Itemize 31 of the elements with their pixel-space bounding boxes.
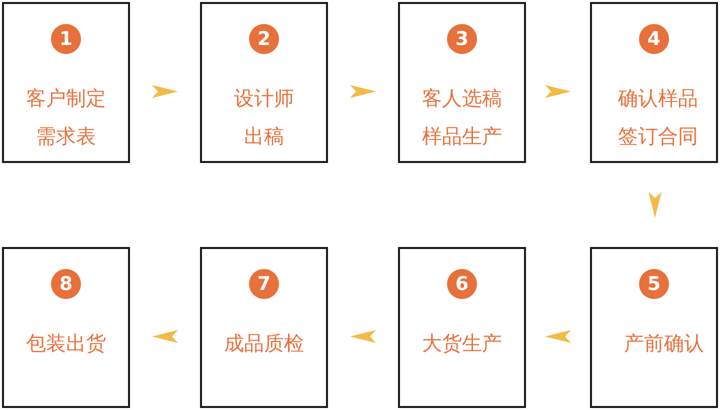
step-number: 2 bbox=[249, 24, 279, 54]
process-box bbox=[398, 2, 526, 163]
step-number: 5 bbox=[639, 269, 669, 299]
step-label: 包装出货 bbox=[25, 330, 107, 357]
step-number: 8 bbox=[51, 269, 81, 299]
process-box bbox=[2, 247, 130, 408]
arrow bbox=[545, 330, 571, 343]
process-box bbox=[590, 2, 718, 163]
step-number: 4 bbox=[639, 24, 669, 54]
step-label: 客户制定需求表 bbox=[25, 85, 107, 150]
arrow bbox=[545, 85, 571, 98]
step-label: 成品质检 bbox=[223, 330, 305, 357]
step-number: 1 bbox=[51, 24, 81, 54]
step-label: 设计师出稿 bbox=[233, 85, 295, 150]
step-label: 大货生产 bbox=[421, 330, 503, 357]
step-label: 客人选稿样品生产 bbox=[421, 85, 503, 150]
arrow bbox=[648, 192, 662, 218]
process-box bbox=[2, 2, 130, 163]
step-number: 6 bbox=[447, 269, 477, 299]
arrow bbox=[152, 330, 178, 343]
step-label: 确认样品签订合同 bbox=[617, 85, 699, 150]
process-box bbox=[200, 247, 328, 408]
process-box bbox=[590, 247, 718, 408]
arrow bbox=[350, 85, 376, 98]
process-box bbox=[200, 2, 328, 163]
step-label: 产前确认 bbox=[623, 330, 705, 357]
arrow bbox=[350, 330, 376, 343]
step-number: 3 bbox=[447, 24, 477, 54]
process-box bbox=[398, 247, 526, 408]
arrow bbox=[152, 85, 178, 98]
step-number: 7 bbox=[249, 269, 279, 299]
